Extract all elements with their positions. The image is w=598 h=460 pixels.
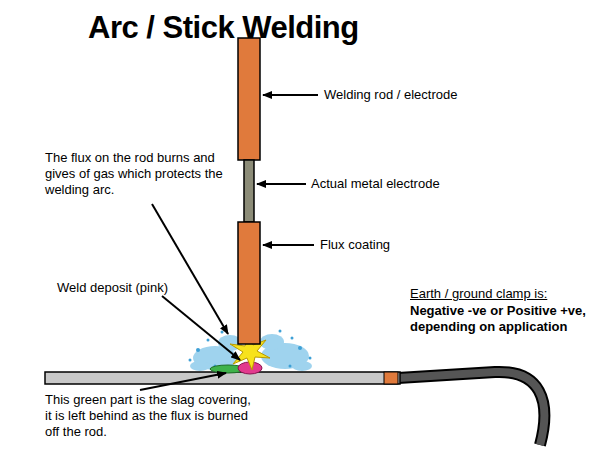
note: This green part is the slag covering, it…	[45, 392, 260, 440]
flux-coating-top	[238, 38, 260, 160]
title: Arc / Stick Welding	[88, 10, 359, 46]
part-label: Actual metal electrode	[311, 176, 511, 192]
ground-cable-core	[398, 372, 544, 445]
note: The flux on the rod burns and gives of g…	[45, 150, 240, 198]
leader-arrows	[140, 95, 318, 390]
ground-cable	[398, 372, 544, 445]
metal-electrode	[244, 160, 254, 222]
clamp-heading: Earth / ground clamp is:	[410, 286, 594, 302]
part-label: Weld deposit (pink)	[57, 280, 207, 296]
clamp-polarity: Negative -ve or Positive +ve, depending …	[410, 303, 594, 335]
part-label: Welding rod / electrode	[324, 87, 524, 103]
part-label: Flux coating	[320, 237, 470, 253]
flux-coating	[238, 222, 260, 344]
ground-clamp	[384, 372, 398, 384]
